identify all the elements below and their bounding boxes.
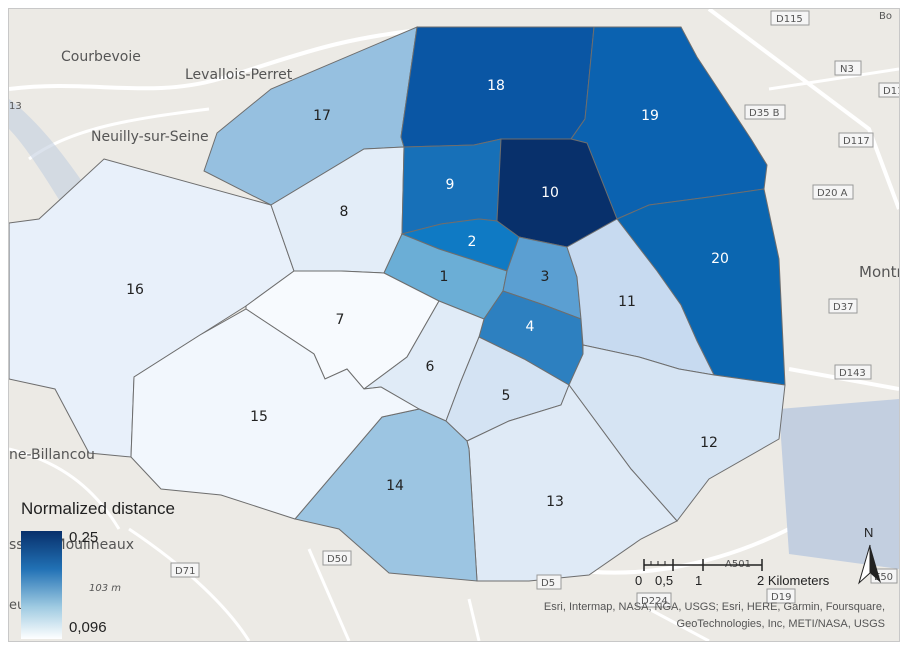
scale-unit: 2 Kilometers [757, 573, 829, 588]
district-14[interactable] [294, 408, 478, 582]
road-d115: D115 [776, 14, 803, 25]
label-district-7: 7 [336, 312, 345, 328]
label-district-17: 17 [313, 108, 331, 124]
road-n3: N3 [840, 64, 854, 75]
basemap [9, 9, 899, 641]
scale-bar [643, 559, 763, 571]
label-district-2: 2 [468, 234, 477, 250]
label-district-19: 19 [641, 108, 659, 124]
map-canvas[interactable]: 1 2 3 4 5 6 7 8 9 10 11 12 13 14 15 16 1… [9, 9, 899, 641]
place-montr: Montr [859, 263, 899, 281]
road-d11: D11 [883, 86, 899, 97]
attribution-line-2: GeoTechnologies, Inc, METI/NASA, USGS [676, 618, 885, 630]
place-billancourt: ne-Billancou [9, 447, 95, 463]
label-district-12: 12 [700, 435, 718, 451]
road-d143: D143 [839, 368, 866, 379]
elevation-label: 103 m [89, 583, 121, 594]
label-district-1: 1 [440, 269, 449, 285]
place-courbevoie: Courbevoie [61, 49, 141, 65]
road-d20a: D20 A [817, 188, 848, 199]
road-bo: Bo [879, 11, 892, 22]
road-d35b: D35 B [749, 108, 780, 119]
road-d117: D117 [843, 136, 870, 147]
legend-max-label: 0,25 [69, 529, 99, 546]
label-district-15: 15 [250, 409, 268, 425]
label-district-3: 3 [541, 269, 550, 285]
district-15[interactable] [130, 308, 421, 520]
legend-color-ramp [21, 531, 62, 639]
road-d224: D224 [641, 596, 668, 607]
place-neuilly: Neuilly-sur-Seine [91, 129, 209, 145]
legend-min-label: 0,096 [69, 619, 107, 636]
scale-tick-1: 1 [695, 573, 703, 588]
road-d19: D19 [771, 592, 791, 603]
scale-unit-label: Kilometers [767, 573, 830, 588]
district-labels: 1 2 3 4 5 6 7 8 9 10 11 12 13 14 15 16 1… [126, 78, 729, 510]
label-district-8: 8 [340, 204, 349, 220]
north-arrow-icon [858, 544, 881, 585]
attribution-line-1: Esri, Intermap, NASA, NGA, USGS; Esri, H… [543, 601, 885, 613]
road-d5: D5 [541, 578, 555, 589]
label-district-20: 20 [711, 251, 729, 267]
north-label: N [864, 525, 874, 540]
seine-east [779, 399, 899, 569]
attribution-text: Esri, Intermap, NASA, NGA, USGS; Esri, H… [525, 599, 885, 633]
legend-title: Normalized distance [21, 499, 176, 518]
label-district-16: 16 [126, 282, 144, 298]
label-district-5: 5 [502, 388, 511, 404]
map-view[interactable]: 1 2 3 4 5 6 7 8 9 10 11 12 13 14 15 16 1… [8, 8, 900, 642]
scale-tick-0: 0 [635, 573, 643, 588]
road-labels: D115 N3 D11 D35 B D117 D20 A D37 D143 D5… [9, 10, 899, 608]
place-levallois: Levallois-Perret [185, 67, 293, 83]
district-12[interactable] [568, 344, 786, 522]
label-district-18: 18 [487, 78, 505, 94]
label-district-13: 13 [546, 494, 564, 510]
road-d71: D71 [175, 566, 195, 577]
districts-layer[interactable] [9, 26, 786, 582]
label-district-14: 14 [386, 478, 404, 494]
scale-tick-0-5: 0,5 [655, 573, 674, 588]
scale-end: 2 [757, 573, 765, 588]
place-names: Courbevoie Levallois-Perret Neuilly-sur-… [9, 49, 899, 613]
label-district-6: 6 [426, 359, 435, 375]
label-district-10: 10 [541, 185, 559, 201]
road-d37: D37 [833, 302, 853, 313]
road-13: 13 [9, 101, 22, 112]
road-e50: E50 [874, 572, 893, 583]
label-district-4: 4 [526, 319, 535, 335]
label-district-9: 9 [446, 177, 455, 193]
label-district-11: 11 [618, 294, 636, 310]
road-d50: D50 [327, 554, 347, 565]
